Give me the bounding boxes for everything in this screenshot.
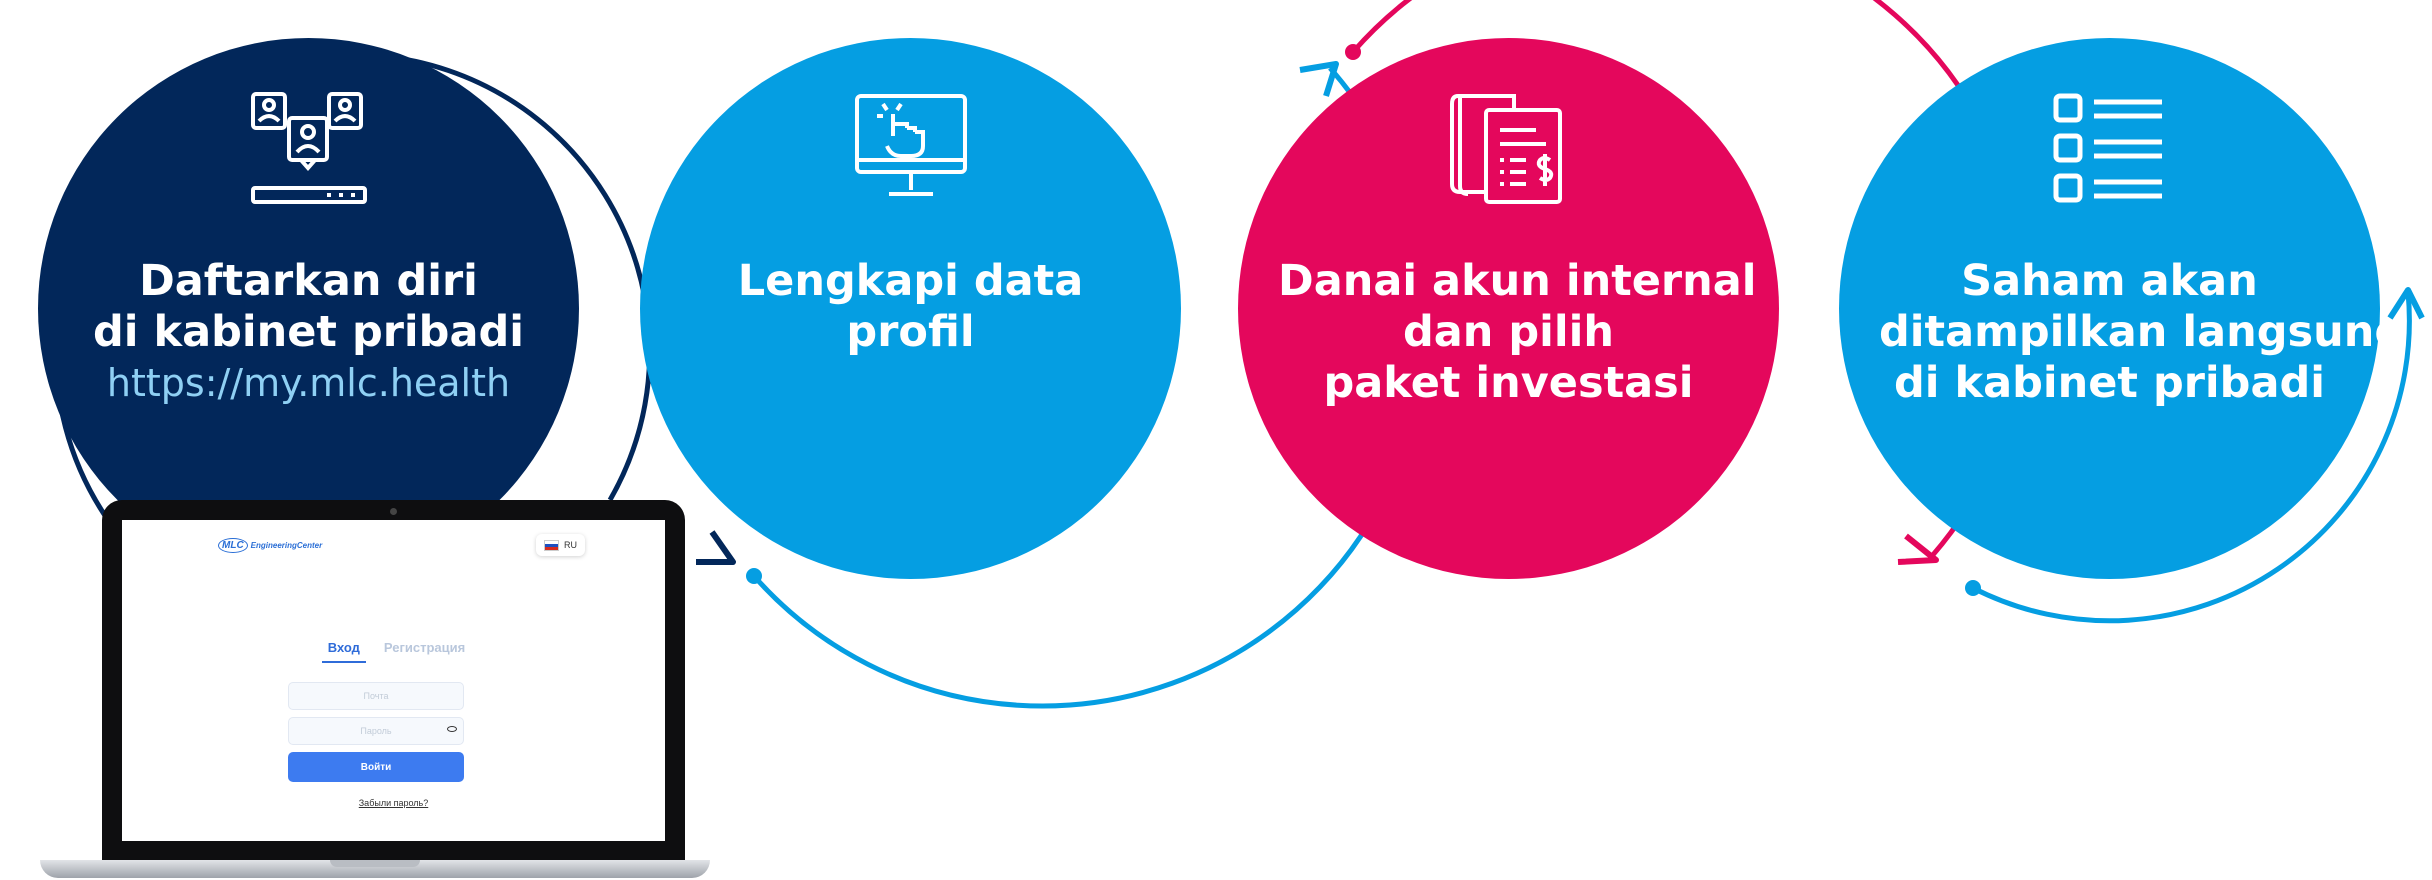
arc-dot-blue-1 — [746, 568, 762, 584]
step4-line2: ditampilkan langsung — [1879, 307, 2406, 357]
arrowhead-blue-2 — [2387, 287, 2425, 320]
tab-login[interactable]: Вход — [321, 640, 366, 663]
login-button[interactable]: Войти — [288, 752, 464, 782]
invoice-dollar-icon — [1449, 94, 1562, 204]
password-field[interactable]: Пароль — [288, 717, 464, 745]
step4-text: Saham akan ditampilkan langsung di kabin… — [1879, 256, 2406, 409]
laptop-base — [40, 860, 710, 878]
step4-line1: Saham akan — [1961, 256, 2258, 306]
language-selector[interactable]: RU — [536, 534, 585, 556]
step1-url[interactable]: https://my.mlc.health — [106, 361, 511, 405]
arc-dot-blue-2 — [1965, 580, 1981, 596]
step1-line2: di kabinet pribadi — [93, 307, 524, 357]
logo-name: EngineeringCenter — [250, 541, 323, 550]
language-label: RU — [564, 540, 577, 550]
email-field[interactable]: Почта — [288, 682, 464, 710]
step2-text: Lengkapi data profil — [680, 256, 1141, 358]
step4-line3: di kabinet pribadi — [1894, 358, 2325, 408]
step4-circle: Saham akan ditampilkan langsung di kabin… — [1839, 38, 2406, 579]
step3-line3: paket investasi — [1323, 358, 1694, 408]
step1-circle: Daftarkan diri di kabinet pribadi https:… — [38, 38, 579, 579]
screen-logo: MLC EngineeringCenter — [218, 538, 322, 553]
password-placeholder: Пароль — [360, 726, 392, 736]
laptop-bezel: MLC EngineeringCenter RU Вход Регистраци… — [102, 500, 685, 865]
laptop-mockup: MLC EngineeringCenter RU Вход Регистраци… — [40, 500, 710, 880]
step3-text: Danai akun internal dan pilih paket inve… — [1278, 256, 1757, 409]
step1-text: Daftarkan diri di kabinet pribadi https:… — [78, 256, 539, 409]
step3-line2: dan pilih — [1403, 307, 1614, 357]
eye-icon[interactable] — [447, 726, 457, 732]
tab-register[interactable]: Регистрация — [383, 640, 466, 655]
auth-tabs: Вход Регистрация — [122, 640, 665, 663]
arc-dot-pink — [1345, 44, 1361, 60]
users-network-icon — [250, 92, 367, 204]
laptop-camera — [390, 508, 397, 515]
russia-flag-icon — [544, 539, 559, 551]
step3-circle: Danai akun internal dan pilih paket inve… — [1238, 38, 1779, 579]
step1-line1: Daftarkan diri — [139, 256, 478, 306]
arrowhead-navy — [696, 530, 736, 565]
step2-line2: profil — [846, 307, 975, 357]
arrowhead-pink — [1897, 533, 1939, 565]
forgot-password-link[interactable]: Забыли пароль? — [358, 798, 429, 808]
touch-monitor-icon — [854, 94, 967, 196]
laptop-screen: MLC EngineeringCenter RU Вход Регистраци… — [122, 520, 665, 841]
arrowhead-blue-1 — [1299, 61, 1339, 97]
checklist-icon — [2053, 93, 2162, 203]
laptop-notch — [330, 860, 420, 867]
logo-mark: MLC — [218, 538, 248, 553]
step2-line1: Lengkapi data — [737, 256, 1084, 306]
arc-step4 — [1971, 291, 2412, 624]
step3-line1: Danai akun internal — [1278, 256, 1757, 306]
step2-circle: Lengkapi data profil — [640, 38, 1181, 579]
email-placeholder: Почта — [363, 691, 389, 701]
